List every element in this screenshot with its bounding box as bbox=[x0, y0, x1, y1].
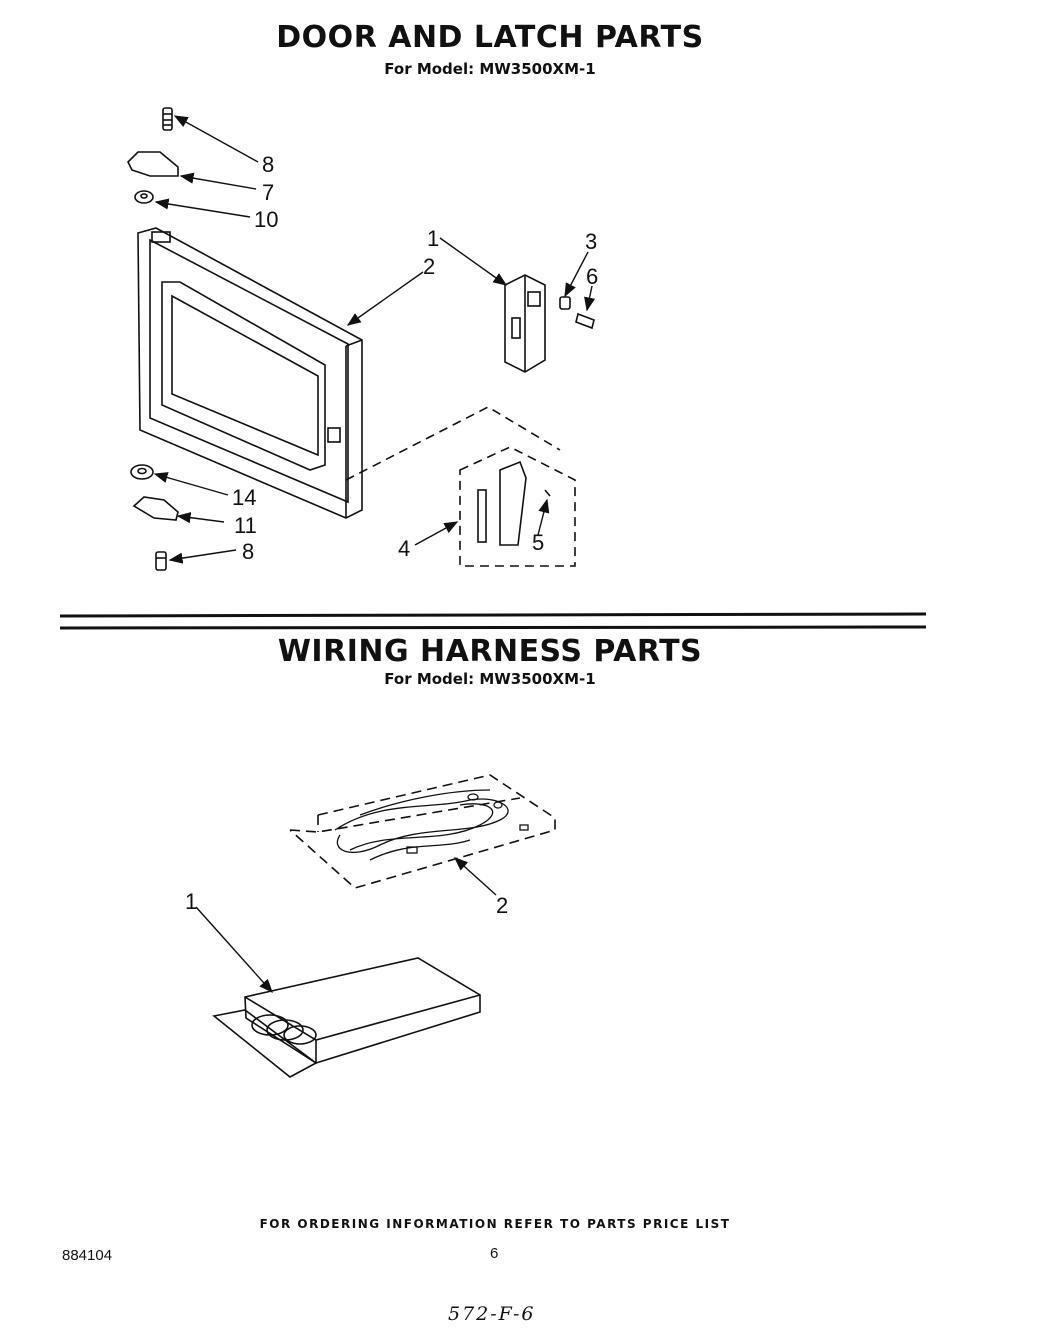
callout-label: 4 bbox=[398, 536, 410, 561]
wiring-harness-title: WIRING HARNESS PARTS bbox=[277, 634, 703, 669]
callout-label: 1 bbox=[427, 226, 439, 251]
page-number: 6 bbox=[490, 1245, 499, 1262]
callout-label: 7 bbox=[262, 180, 274, 205]
document-number: 884104 bbox=[62, 1247, 113, 1264]
hinge-screw-bottom bbox=[155, 551, 167, 571]
handwritten-reference: 572-F-6 bbox=[448, 1303, 536, 1325]
hinge-bracket-top bbox=[127, 151, 179, 177]
hinge-bracket-bottom bbox=[132, 496, 179, 521]
callout-leaders bbox=[153, 115, 596, 994]
latch-nut bbox=[559, 296, 571, 310]
harness-bag bbox=[289, 774, 556, 889]
callout-label: 2 bbox=[496, 893, 508, 918]
wiring-harness-model: For Model: MW3500XM-1 bbox=[384, 670, 596, 688]
harness-box bbox=[212, 957, 481, 1078]
callout-label: 1 bbox=[185, 889, 197, 914]
section-divider-top bbox=[59, 612, 927, 618]
hinge-washer-bottom bbox=[130, 464, 154, 480]
hinge-screw-top bbox=[162, 107, 173, 131]
callout-label: 2 bbox=[423, 254, 435, 279]
ordering-info-note: FOR ORDERING INFORMATION REFER TO PARTS … bbox=[259, 1217, 731, 1231]
harness-wires bbox=[334, 789, 529, 861]
door-latch-model: For Model: MW3500XM-1 bbox=[384, 60, 596, 78]
callout-label: 14 bbox=[232, 485, 256, 510]
latch-screw bbox=[575, 312, 595, 330]
latch-assembly bbox=[504, 274, 546, 373]
callout-label: 8 bbox=[262, 152, 274, 177]
door-latch-title: DOOR AND LATCH PARTS bbox=[276, 20, 704, 55]
interlock-lever bbox=[477, 460, 551, 546]
callout-label: 8 bbox=[242, 539, 254, 564]
callout-label: 5 bbox=[532, 530, 544, 555]
callout-label: 6 bbox=[586, 264, 598, 289]
interlock-kit-box bbox=[345, 406, 576, 567]
section-divider-bottom bbox=[59, 625, 927, 630]
callout-label: 11 bbox=[234, 513, 257, 538]
callout-label: 3 bbox=[585, 229, 597, 254]
callout-label: 10 bbox=[254, 207, 278, 232]
door-frame bbox=[137, 227, 363, 519]
hinge-nut-top bbox=[134, 190, 154, 204]
